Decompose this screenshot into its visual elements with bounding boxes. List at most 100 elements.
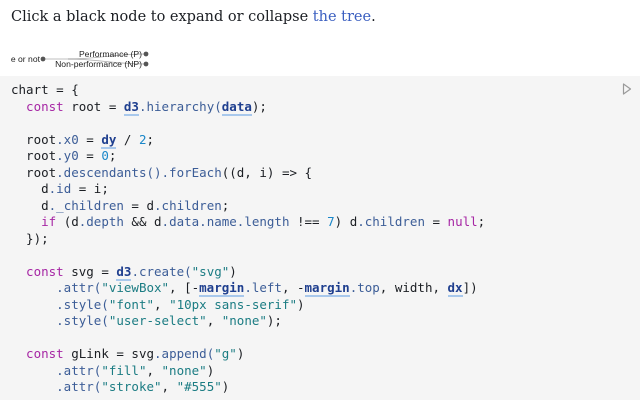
code-token: ) <box>229 263 237 279</box>
code-token: , <box>146 362 162 378</box>
code-token: ) <box>206 362 215 378</box>
code-token: }); <box>11 230 49 246</box>
code-token: = <box>78 131 102 147</box>
code-token: , - <box>281 280 305 295</box>
the-tree-link[interactable]: the tree <box>312 9 372 25</box>
cell-reference[interactable]: margin <box>304 280 350 297</box>
code-token: , [- <box>169 280 200 295</box>
code-token: .descendants().forEach <box>56 164 222 180</box>
code-token: "viewBox" <box>101 280 170 295</box>
code-cell[interactable]: chart = { const root = d3.hierarchy(data… <box>0 76 640 400</box>
code-token: const <box>11 98 72 114</box>
cell-reference[interactable]: d3 <box>116 263 132 281</box>
code-token: chart = { <box>11 82 79 97</box>
code-token: if <box>11 214 64 229</box>
code-token: root <box>11 131 57 147</box>
code-line: chart = { <box>11 82 485 99</box>
code-token: ) <box>236 346 245 361</box>
cell-reference[interactable]: data <box>221 98 252 116</box>
code-line: .style("font", "10px sans-serif") <box>11 297 485 314</box>
code-token: .append( <box>154 346 215 361</box>
code-token: .children <box>357 214 425 229</box>
code-line: .attr("fill", "none") <box>11 363 485 380</box>
code-token: ; <box>146 131 155 147</box>
code-token: "g" <box>214 346 237 361</box>
code-token: root = <box>71 98 124 114</box>
cell-reference[interactable]: d3 <box>123 98 139 116</box>
tree-node-performance[interactable] <box>143 51 149 57</box>
code-token: d <box>11 197 49 213</box>
code-token: .create( <box>131 263 192 279</box>
code-token: "fill" <box>101 362 147 378</box>
code-token: .attr( <box>11 280 102 295</box>
intro-end: . <box>371 9 376 25</box>
code-line <box>11 247 485 264</box>
code-token: 2 <box>138 131 147 147</box>
tree-node-non-performance-label: Non-performance (NP) <box>55 59 142 69</box>
code-token: && d <box>123 214 162 229</box>
code-token: d <box>11 181 49 196</box>
code-token: ) <box>221 379 230 394</box>
code-line: d.id = i; <box>11 181 485 198</box>
code-token: ; <box>477 214 486 229</box>
code-line: root.y0 = 0; <box>11 148 485 165</box>
code-token: .attr( <box>11 379 102 394</box>
code-line: .attr("viewBox", [-margin.left, -margin.… <box>11 280 485 297</box>
collapsible-tree: e or not Performance (P) Non-performance… <box>11 49 149 69</box>
code-token: "#555" <box>176 379 222 394</box>
tree-node-non-performance[interactable] <box>143 61 149 67</box>
cell-reference[interactable]: dx <box>447 280 463 297</box>
code-token: , <box>161 379 177 394</box>
code-token: .hierarchy( <box>138 98 222 114</box>
code-token: .y0 <box>56 148 79 163</box>
code-token: , <box>154 296 170 312</box>
cell-reference[interactable]: margin <box>199 280 245 297</box>
code-line: const gLink = svg.append("g") <box>11 346 485 363</box>
code-token: .style( <box>11 313 109 328</box>
code-token: const <box>11 263 72 279</box>
code-token: ); <box>251 98 267 114</box>
code-line: root.x0 = dy / 2; <box>11 131 485 149</box>
tree-root-label: e or not <box>11 54 41 64</box>
tree-node-performance-label: Performance (P) <box>79 49 142 59</box>
code-line: const svg = d3.create("svg") <box>11 263 485 281</box>
code-token: .top <box>349 280 380 295</box>
code-token: .children <box>154 197 222 213</box>
code-token: .x0 <box>56 131 79 147</box>
code-token: ((d, i) => { <box>221 164 313 180</box>
code-line: const root = d3.hierarchy(data); <box>11 98 485 116</box>
code-editor[interactable]: chart = { const root = d3.hierarchy(data… <box>11 82 485 396</box>
code-token: ) <box>297 296 305 312</box>
code-line <box>11 115 485 132</box>
code-token: , width, <box>379 280 448 295</box>
code-token: .id <box>48 181 72 196</box>
code-token: 7 <box>327 214 335 229</box>
cell-reference[interactable]: dy <box>101 131 117 149</box>
code-token: ); <box>266 313 282 328</box>
play-outline-icon[interactable] <box>622 83 632 95</box>
code-token: ; <box>221 197 230 213</box>
tree-link-non-performance <box>67 58 147 65</box>
code-token: , <box>206 313 222 328</box>
code-token: .data.name.length <box>161 214 290 229</box>
code-token: "svg" <box>191 263 230 279</box>
code-token: root <box>11 164 57 180</box>
code-line: root.descendants().forEach((d, i) => { <box>11 165 485 182</box>
intro-sentence: Click a black node to expand or collapse <box>11 9 313 25</box>
code-token: / <box>116 131 139 147</box>
code-token: .style( <box>11 296 109 312</box>
code-token: "none" <box>221 313 267 328</box>
code-token: "stroke" <box>101 379 162 394</box>
intro-text: Click a black node to expand or collapse… <box>11 9 376 25</box>
code-token: = <box>78 148 102 163</box>
code-line: }); <box>11 231 485 248</box>
code-token: ._children <box>48 197 124 213</box>
code-token: gLink = svg <box>71 346 155 361</box>
code-token: root <box>11 148 57 163</box>
code-token: !== <box>289 214 328 229</box>
code-token: = d <box>123 197 155 213</box>
code-token: = <box>424 214 448 229</box>
tree-node-root[interactable] <box>40 56 46 62</box>
code-line: d._children = d.children; <box>11 198 485 215</box>
code-line: if (d.depth && d.data.name.length !== 7)… <box>11 214 485 231</box>
